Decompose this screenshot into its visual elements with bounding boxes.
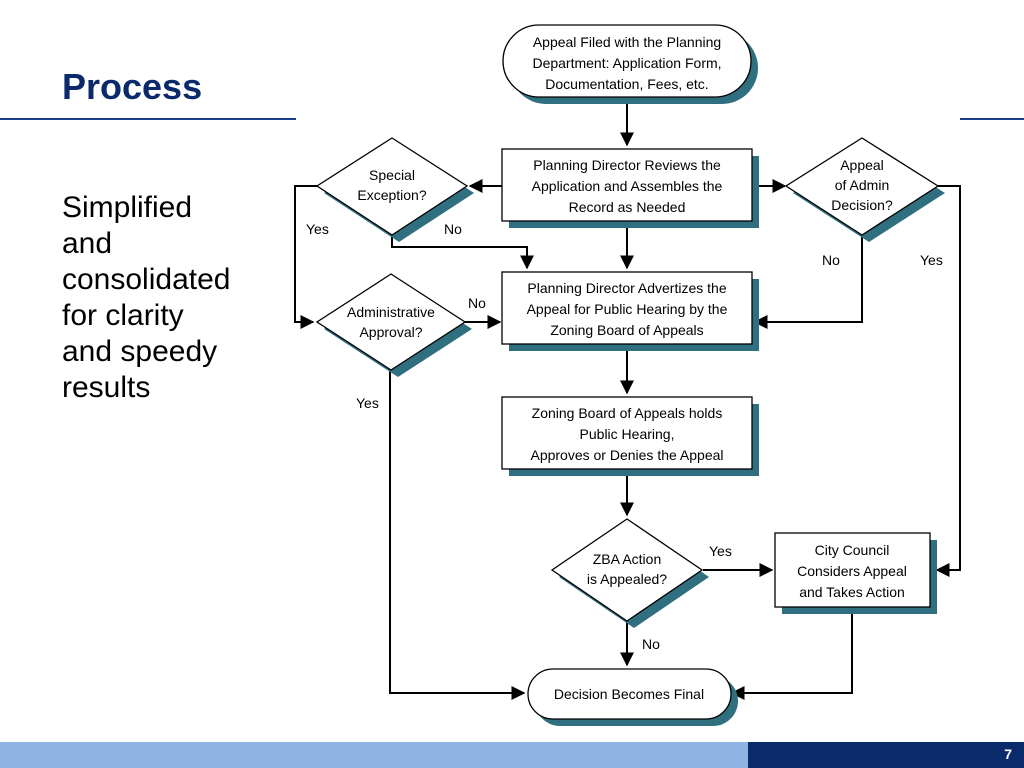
label-admin-decision-yes: Yes (920, 252, 943, 268)
node-zba-appealed-line: ZBA Action (593, 551, 661, 567)
node-appeal-admin-line: Appeal (840, 157, 884, 173)
body-line: Simplified (62, 191, 193, 224)
node-admin-approval-line: Administrative (347, 304, 435, 320)
page-number: 7 (1004, 746, 1012, 762)
node-zba-hearing-line: Approves or Denies the Appeal (530, 447, 723, 463)
label-zba-no: No (642, 636, 660, 652)
node-director-advertizes-line: Planning Director Advertizes the (527, 280, 726, 296)
node-director-reviews: Planning Director Reviews the Applicatio… (501, 148, 759, 228)
label-special-no: No (444, 221, 462, 237)
slide-body-text: Simplified and consolidated for clarity … (62, 190, 272, 406)
node-director-advertizes-line: Zoning Board of Appeals (550, 322, 703, 338)
node-appeal-admin-decision: Appeal of Admin Decision? (784, 137, 945, 242)
node-zba-appealed: ZBA Action is Appealed? (550, 518, 709, 628)
node-director-reviews-line: Application and Assembles the (532, 178, 723, 194)
node-appeal-admin-line: Decision? (831, 197, 893, 213)
label-special-yes: Yes (306, 221, 329, 237)
edge-admin-approval-yes (389, 370, 526, 700)
node-appeal-admin-line: of Admin (835, 177, 889, 193)
node-special-exception-line: Special (369, 167, 415, 183)
node-decision-final-line: Decision Becomes Final (554, 686, 704, 702)
node-director-reviews-line: Record as Needed (569, 199, 686, 215)
footer-bar-dark (748, 742, 1024, 768)
edge-special-no (391, 235, 534, 270)
label-admin-approval-yes: Yes (356, 395, 379, 411)
edge-labels: Yes No No Yes No Yes Yes No (306, 221, 943, 652)
node-city-council-line: and Takes Action (799, 584, 905, 600)
node-special-exception: Special Exception? (315, 137, 474, 242)
edge-admin-decision-yes (935, 185, 961, 577)
body-line: results (62, 371, 151, 404)
node-city-council-line: City Council (815, 542, 890, 558)
edge-admin-decision-no (753, 235, 863, 329)
node-appeal-filed: Appeal Filed with the Planning Departmen… (502, 24, 758, 104)
node-city-council: City Council Considers Appeal and Takes … (774, 532, 937, 614)
node-special-exception-line: Exception? (357, 187, 426, 203)
node-director-advertizes: Planning Director Advertizes the Appeal … (501, 271, 759, 351)
node-appeal-filed-line: Appeal Filed with the Planning (533, 34, 721, 50)
body-line: and speedy (62, 335, 218, 368)
node-decision-final: Decision Becomes Final (527, 668, 738, 726)
body-line: consolidated (62, 263, 231, 296)
label-admin-decision-no: No (822, 252, 840, 268)
node-appeal-filed-line: Department: Application Form, (532, 55, 721, 71)
slide-title: Process (62, 66, 203, 107)
edge-council-to-final (730, 608, 853, 700)
label-zba-yes: Yes (709, 543, 732, 559)
node-director-reviews-line: Planning Director Reviews the (533, 157, 721, 173)
footer-bar-light (0, 742, 748, 768)
title-rule-right (960, 118, 1024, 120)
node-administrative-approval: Administrative Approval? (315, 273, 472, 377)
node-zba-hearing-line: Public Hearing, (580, 426, 675, 442)
label-admin-approval-no: No (468, 295, 486, 311)
node-zba-hearing-line: Zoning Board of Appeals holds (532, 405, 723, 421)
node-city-council-line: Considers Appeal (797, 563, 907, 579)
node-zba-appealed-line: is Appealed? (587, 571, 667, 587)
body-line: for clarity (62, 299, 184, 332)
title-rule-left (0, 118, 296, 120)
node-appeal-filed-line: Documentation, Fees, etc. (545, 76, 708, 92)
connectors (294, 103, 961, 700)
node-admin-approval-line: Approval? (359, 324, 422, 340)
edge-special-yes (294, 185, 318, 329)
body-line: and (62, 227, 113, 260)
node-director-advertizes-line: Appeal for Public Hearing by the (527, 301, 728, 317)
node-zba-hearing: Zoning Board of Appeals holds Public Hea… (501, 396, 759, 476)
